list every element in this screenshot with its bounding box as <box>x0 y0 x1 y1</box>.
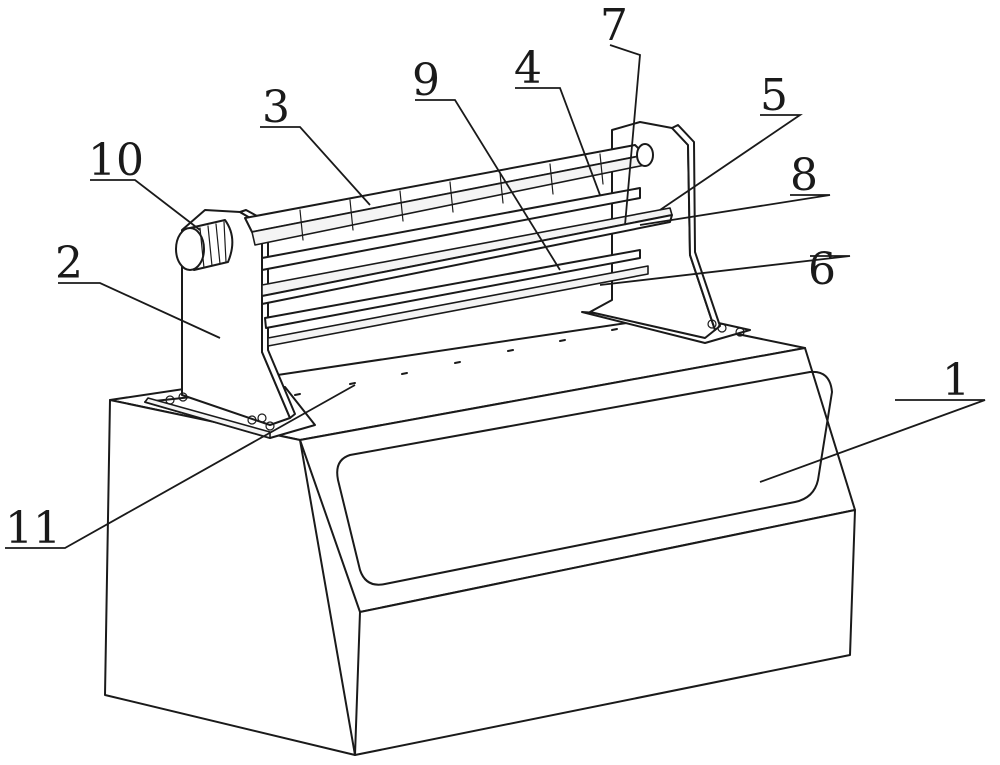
right-end-cap <box>637 144 653 166</box>
callout-2: 2 <box>55 238 83 289</box>
callout-10: 10 <box>88 135 144 186</box>
callout-8: 8 <box>790 150 818 201</box>
callout-3: 3 <box>262 82 290 133</box>
callout-11: 11 <box>5 503 61 554</box>
callout-5: 5 <box>760 70 788 121</box>
callout-7: 7 <box>600 0 628 51</box>
callout-4: 4 <box>514 43 542 94</box>
callout-1: 1 <box>942 355 970 406</box>
callout-6: 6 <box>808 244 836 295</box>
callout-9: 9 <box>412 55 440 106</box>
